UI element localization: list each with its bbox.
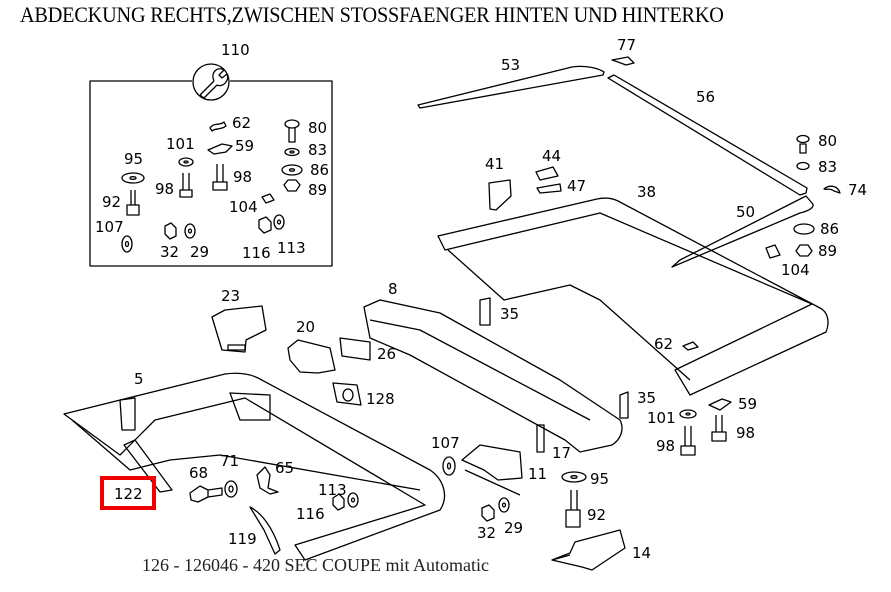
part-label-98[interactable]: 98 xyxy=(155,180,175,198)
part-label-50[interactable]: 50 xyxy=(736,203,756,221)
bumper-5 xyxy=(63,372,446,561)
part-label-104[interactable]: 104 xyxy=(229,198,258,216)
part-label-98[interactable]: 98 xyxy=(656,437,676,455)
part-label-95[interactable]: 95 xyxy=(590,470,610,488)
part-label-29[interactable]: 29 xyxy=(190,243,210,261)
part-label-107[interactable]: 107 xyxy=(431,434,460,452)
part-label-41[interactable]: 41 xyxy=(485,155,505,173)
part-label-65[interactable]: 65 xyxy=(275,459,295,477)
part-label-5[interactable]: 5 xyxy=(134,370,144,388)
lower-hardware xyxy=(123,341,732,571)
part-label-92[interactable]: 92 xyxy=(587,506,607,524)
part-label-35[interactable]: 35 xyxy=(500,305,520,323)
part-label-77[interactable]: 77 xyxy=(617,36,637,54)
part-label-59[interactable]: 59 xyxy=(738,395,758,413)
bumper-8 xyxy=(363,297,629,453)
part-label-80[interactable]: 80 xyxy=(308,119,328,137)
part-label-116[interactable]: 116 xyxy=(242,244,271,262)
part-label-20[interactable]: 20 xyxy=(296,318,316,336)
mounting-brackets xyxy=(211,305,371,406)
part-label-89[interactable]: 89 xyxy=(818,242,838,260)
part-label-38[interactable]: 38 xyxy=(637,183,657,201)
part-label-104[interactable]: 104 xyxy=(781,261,810,279)
part-label-11[interactable]: 11 xyxy=(528,465,548,483)
part-label-113[interactable]: 113 xyxy=(277,239,306,257)
diagram-title: ABDECKUNG RECHTS,ZWISCHEN STOSSFAENGER H… xyxy=(20,2,724,27)
part-label-56[interactable]: 56 xyxy=(696,88,716,106)
part-label-83[interactable]: 83 xyxy=(818,158,838,176)
part-label-53[interactable]: 53 xyxy=(501,56,521,74)
part-label-44[interactable]: 44 xyxy=(542,147,562,165)
part-label-119[interactable]: 119 xyxy=(228,530,257,548)
part-label-14[interactable]: 14 xyxy=(632,544,652,562)
part-label-107[interactable]: 107 xyxy=(95,218,124,236)
part-label-83[interactable]: 83 xyxy=(308,141,328,159)
part-label-62[interactable]: 62 xyxy=(654,335,674,353)
part-label-47[interactable]: 47 xyxy=(567,177,587,195)
part-label-71[interactable]: 71 xyxy=(220,452,240,470)
part-label-35[interactable]: 35 xyxy=(637,389,657,407)
bumper-frame-38 xyxy=(437,134,841,396)
part-label-26[interactable]: 26 xyxy=(377,345,397,363)
part-label-32[interactable]: 32 xyxy=(477,524,497,542)
part-label-23[interactable]: 23 xyxy=(221,287,241,305)
part-label-74[interactable]: 74 xyxy=(848,181,868,199)
part-label-89[interactable]: 89 xyxy=(308,181,328,199)
part-label-113[interactable]: 113 xyxy=(318,481,347,499)
highlighted-part-number: 122 xyxy=(114,485,143,503)
part-label-29[interactable]: 29 xyxy=(504,519,524,537)
part-label-98[interactable]: 98 xyxy=(736,424,756,442)
part-label-86[interactable]: 86 xyxy=(820,220,840,238)
part-label-110[interactable]: 110 xyxy=(221,41,250,59)
hardware-kit-box xyxy=(89,63,333,267)
part-label-68[interactable]: 68 xyxy=(189,464,209,482)
part-label-101[interactable]: 101 xyxy=(166,135,195,153)
part-label-95[interactable]: 95 xyxy=(124,150,144,168)
part-label-59[interactable]: 59 xyxy=(235,137,255,155)
part-label-8[interactable]: 8 xyxy=(388,280,398,298)
part-label-32[interactable]: 32 xyxy=(160,243,180,261)
model-caption: 126 - 126046 - 420 SEC COUPE mit Automat… xyxy=(142,555,490,575)
part-label-62[interactable]: 62 xyxy=(232,114,252,132)
part-label-101[interactable]: 101 xyxy=(647,409,676,427)
part-label-92[interactable]: 92 xyxy=(102,193,122,211)
part-label-17[interactable]: 17 xyxy=(552,444,572,462)
part-label-128[interactable]: 128 xyxy=(366,390,395,408)
part-label-86[interactable]: 86 xyxy=(310,161,330,179)
part-label-116[interactable]: 116 xyxy=(296,505,325,523)
wrench-icon xyxy=(199,68,229,99)
part-label-80[interactable]: 80 xyxy=(818,132,838,150)
highlighted-part-callout[interactable]: 122 xyxy=(100,476,156,510)
upper-trim-strips xyxy=(417,56,808,196)
part-label-98[interactable]: 98 xyxy=(233,168,253,186)
